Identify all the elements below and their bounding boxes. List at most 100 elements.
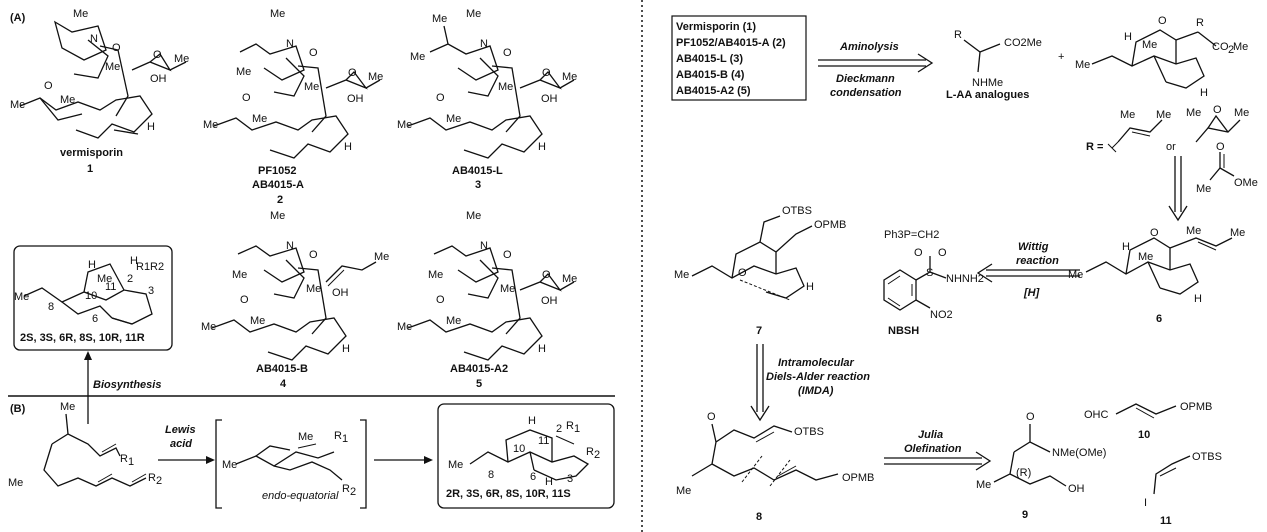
svg-text:3: 3 xyxy=(148,285,154,297)
panel-b-label: (B) xyxy=(10,403,26,415)
ylide-label: Ph3P=CH2 xyxy=(884,229,939,241)
svg-text:Me: Me xyxy=(428,269,443,281)
svg-text:OTBS: OTBS xyxy=(782,205,812,217)
list-item-2: PF1052/AB4015-A (2) xyxy=(676,37,786,49)
decalin-product xyxy=(469,429,590,481)
compound-2-name: PF1052 xyxy=(258,165,297,177)
svg-text:H: H xyxy=(528,415,536,427)
nbsh-label: NBSH xyxy=(888,325,919,337)
svg-text:Me: Me xyxy=(976,479,991,491)
structure-ab4015-l xyxy=(407,25,575,159)
r-definition: R = xyxy=(1086,141,1103,153)
svg-text:Me: Me xyxy=(1186,225,1201,237)
hydride-label: [H] xyxy=(1023,287,1040,299)
svg-text:Me: Me xyxy=(250,315,265,327)
svg-text:Me: Me xyxy=(1075,59,1090,71)
compound-2-alias: AB4015-A xyxy=(252,179,304,191)
svg-text:OHC: OHC xyxy=(1084,409,1109,421)
svg-text:NHNH2: NHNH2 xyxy=(946,273,984,285)
svg-text:2: 2 xyxy=(127,273,133,285)
svg-text:Me: Me xyxy=(232,269,247,281)
svg-text:O: O xyxy=(348,67,357,79)
svg-text:S: S xyxy=(926,267,933,279)
svg-text:2: 2 xyxy=(556,423,562,435)
svg-text:O: O xyxy=(112,42,121,54)
svg-text:H: H xyxy=(88,259,96,271)
svg-text:6: 6 xyxy=(92,313,98,325)
svg-text:Me: Me xyxy=(252,113,267,125)
svg-text:N: N xyxy=(480,240,488,252)
svg-text:Me: Me xyxy=(562,71,577,83)
compound-7-structure xyxy=(691,215,813,301)
svg-text:H: H xyxy=(130,255,138,267)
methyl-acetate xyxy=(1209,152,1235,181)
transition-state xyxy=(235,443,343,481)
svg-text:Me: Me xyxy=(306,283,321,295)
or-label: or xyxy=(1166,141,1176,153)
imda-line1: Intramolecular xyxy=(778,357,855,369)
dieckmann-label: Dieckmann xyxy=(836,73,895,85)
svg-text:Me: Me xyxy=(374,251,389,263)
biosynthesis-label: Biosynthesis xyxy=(93,379,161,391)
svg-text:NO2: NO2 xyxy=(930,309,953,321)
svg-text:Me: Me xyxy=(97,273,112,285)
svg-text:Me: Me xyxy=(270,210,285,222)
svg-text:2: 2 xyxy=(350,486,356,498)
svg-text:Me: Me xyxy=(500,283,515,295)
svg-text:H: H xyxy=(538,343,546,355)
svg-text:O: O xyxy=(309,249,318,261)
svg-text:Me: Me xyxy=(105,61,120,73)
svg-text:OH: OH xyxy=(332,287,349,299)
svg-text:Me: Me xyxy=(1120,109,1135,121)
product-box xyxy=(437,403,615,509)
aminolysis-label: Aminolysis xyxy=(839,41,899,53)
svg-text:OH: OH xyxy=(347,93,364,105)
svg-text:NMe(OMe): NMe(OMe) xyxy=(1052,447,1106,459)
svg-text:N: N xyxy=(286,38,294,50)
svg-text:O: O xyxy=(707,411,716,423)
svg-text:Me: Me xyxy=(676,485,691,497)
acid-label: acid xyxy=(170,438,192,450)
svg-text:O: O xyxy=(309,47,318,59)
svg-text:R: R xyxy=(120,453,128,465)
structure-ab4015-a2 xyxy=(407,245,575,361)
svg-text:O: O xyxy=(1216,141,1225,153)
svg-text:Me: Me xyxy=(1233,41,1248,53)
svg-text:OPMB: OPMB xyxy=(1180,401,1212,413)
svg-text:Me: Me xyxy=(446,113,461,125)
svg-text:11: 11 xyxy=(538,435,549,447)
compound-6-number: 6 xyxy=(1156,313,1162,325)
svg-text:R: R xyxy=(334,430,342,442)
r-epoxide xyxy=(1195,114,1241,143)
condensation-label: condensation xyxy=(830,87,902,99)
list-item-4: AB4015-B (4) xyxy=(676,69,745,81)
svg-text:O: O xyxy=(542,269,551,281)
svg-text:CO: CO xyxy=(1212,41,1229,53)
svg-text:Me: Me xyxy=(1186,107,1201,119)
svg-text:R: R xyxy=(342,483,350,495)
svg-text:CO2Me: CO2Me xyxy=(1004,37,1042,49)
svg-text:Me: Me xyxy=(446,315,461,327)
svg-text:H: H xyxy=(344,141,352,153)
svg-text:O: O xyxy=(542,67,551,79)
svg-text:R: R xyxy=(586,446,594,458)
svg-text:Me: Me xyxy=(203,119,218,131)
compound-2-number: 2 xyxy=(277,194,283,206)
svg-text:R: R xyxy=(954,29,962,41)
compound-1-name: vermisporin xyxy=(60,147,123,159)
svg-text:Me: Me xyxy=(73,8,88,20)
svg-text:3: 3 xyxy=(567,473,573,485)
svg-text:Me: Me xyxy=(14,291,29,303)
svg-text:H: H xyxy=(1122,241,1130,253)
svg-text:2: 2 xyxy=(1228,44,1234,56)
svg-text:Me: Me xyxy=(466,210,481,222)
svg-text:O: O xyxy=(153,49,162,61)
svg-text:Me: Me xyxy=(410,51,425,63)
svg-text:6: 6 xyxy=(530,471,536,483)
svg-text:OH: OH xyxy=(1068,483,1085,495)
structure-pf1052 xyxy=(213,43,381,159)
svg-text:Me: Me xyxy=(432,13,447,25)
compound-10-number: 10 xyxy=(1138,429,1150,441)
compound-9-structure xyxy=(993,424,1067,487)
